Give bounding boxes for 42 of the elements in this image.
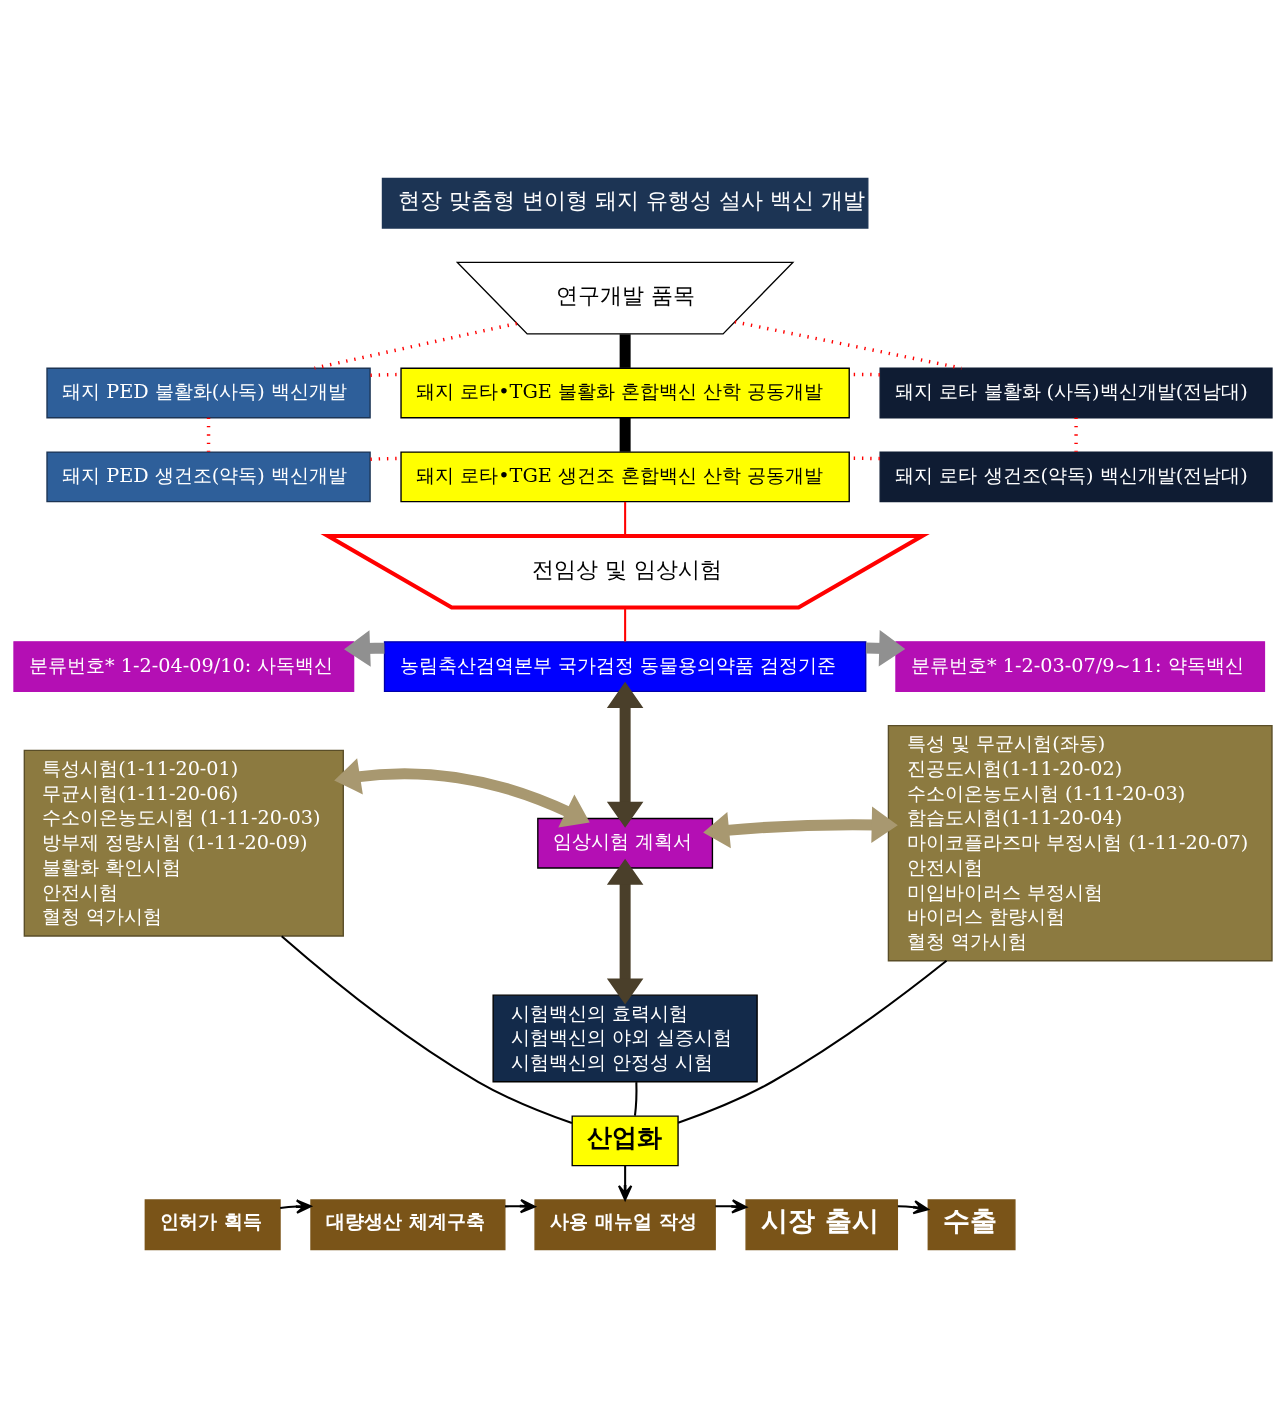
arrow <box>897 1200 929 1215</box>
arrow <box>505 1199 536 1214</box>
connector <box>619 417 631 452</box>
connector <box>633 1082 638 1116</box>
arrow <box>344 630 385 667</box>
node-box: 특성 및 무균시험(좌동) 진공도시험(1-11-20-02) 수소이온농도시험 (1-11-20-03) 함습도시험(1-11-20-04) 마이코플라즈마 부정시험 (1-11-20-07) 안전시험 미입바이러스 부정시험 바이러스 함량시험 혈청 역가시험 <box>887 725 1273 962</box>
connector <box>619 334 631 368</box>
arrow <box>334 758 590 828</box>
node-box: 대량생산 체계구축 <box>310 1199 506 1251</box>
connector <box>734 320 962 370</box>
node-box: 산업화 <box>571 1115 679 1167</box>
node-box: 현장 맞춤형 변이형 돼지 유행성 설사 백신 개발 <box>381 177 869 229</box>
connector <box>677 960 948 1124</box>
node-box: 돼지 로타 생건조(약독) 백신개발(전남대) <box>879 451 1273 503</box>
node-box: 시험백신의 효력시험 시험백신의 야외 실증시험 시험백신의 안정성 시험 <box>492 994 758 1083</box>
node-box: 농림축산검역본부 국가검정 동물용의약품 검정기준 <box>383 641 867 692</box>
node-box: 분류번호* 1-2-04-09/10: 사독백신 <box>13 641 355 692</box>
node-box: 돼지 PED 생건조(약독) 백신개발 <box>46 451 371 503</box>
node-box: 수출 <box>927 1199 1016 1251</box>
arrow <box>617 1165 633 1201</box>
connector <box>624 501 627 536</box>
node-box: 분류번호* 1-2-03-07/9~11: 약독백신 <box>895 641 1266 692</box>
node-box: 돼지 로타•TGE 생건조 혼합백신 산학 공동개발 <box>400 451 850 503</box>
node-box: 임상시험 계획서 <box>537 817 714 869</box>
node-box: 특성시험(1-11-20-01) 무균시험(1-11-20-06) 수소이온농도시험 (1-11-20-03) 방부제 정량시험 (1-11-20-09) 불활화 확인시험 안전시험 혈청 역가시험 <box>23 749 344 937</box>
node-box: 시장 출시 <box>745 1199 899 1251</box>
connector <box>206 417 211 452</box>
node-box: 인허가 획득 <box>144 1199 281 1251</box>
arrow <box>280 1199 312 1214</box>
node-box: 돼지 로타•TGE 불활화 혼합백신 산학 공동개발 <box>400 367 850 419</box>
connector <box>1074 417 1078 452</box>
connector <box>281 935 573 1124</box>
arrow <box>865 629 906 667</box>
arrow <box>606 681 644 828</box>
connector <box>624 607 627 642</box>
node-box: 돼지 로타 불활화 (사독)백신개발(전남대) <box>879 367 1273 419</box>
node-box: 사용 매뉴얼 작성 <box>534 1199 716 1251</box>
arrow <box>606 858 644 1005</box>
arrow <box>715 1199 748 1214</box>
arrow <box>703 806 898 849</box>
connector <box>314 321 518 370</box>
node-box: 돼지 PED 불활화(사독) 백신개발 <box>46 367 371 419</box>
